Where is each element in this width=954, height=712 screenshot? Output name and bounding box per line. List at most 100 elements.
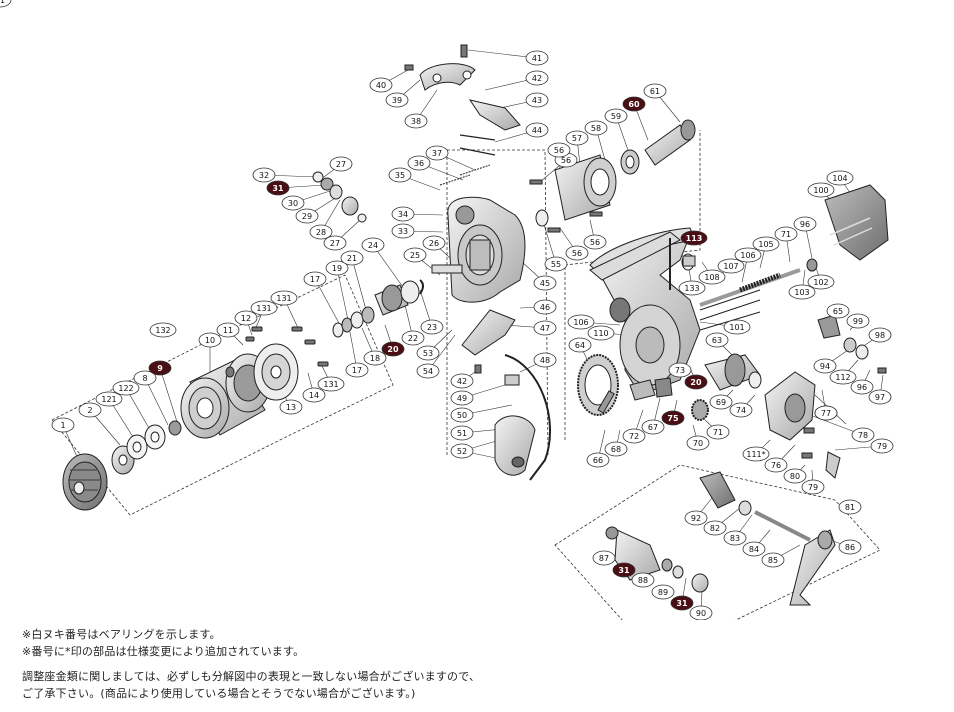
parts	[62, 44, 889, 606]
callout-number: 60	[628, 100, 640, 109]
callout-number: 76	[771, 461, 781, 470]
callout-92: 92	[684, 510, 708, 526]
exploded-parts-diagram: 1212112289101112131131132131413117192118…	[0, 0, 894, 620]
callout-106: 106	[567, 314, 595, 330]
callout-number: 49	[457, 394, 467, 403]
callout-108: 108	[698, 269, 726, 285]
callout-34: 34	[391, 206, 415, 222]
callout-number: 71	[713, 428, 723, 437]
callout-27: 27	[323, 235, 347, 251]
callout-number: 131	[276, 294, 291, 303]
callout-17: 17	[303, 271, 327, 287]
callout-51: 51	[450, 425, 474, 441]
callout-number: 45	[540, 279, 550, 288]
pinion-parts	[529, 119, 696, 233]
callout-83: 83	[723, 530, 747, 546]
callout-number: 86	[845, 543, 855, 552]
callout-number: 29	[302, 212, 312, 221]
callout-96: 96	[850, 379, 874, 395]
callout-number: 17	[310, 275, 320, 284]
callout-number: 9	[157, 364, 163, 373]
callout-80: 80	[783, 468, 807, 484]
callout-number: 47	[540, 324, 550, 333]
callout-number: 27	[336, 160, 346, 169]
drag-washers	[111, 420, 182, 475]
callout-14: 14	[302, 387, 326, 403]
callout-number: 54	[423, 367, 433, 376]
rear-knob	[806, 184, 889, 272]
callout-23: 23	[420, 319, 444, 335]
callout-number: 38	[411, 117, 421, 126]
oscillation-parts	[629, 353, 762, 421]
callout-103: 103	[788, 284, 816, 300]
rotor	[431, 196, 526, 303]
callout-number: 56	[561, 156, 571, 165]
rear-cover	[764, 371, 841, 479]
callout-number: 53	[423, 349, 433, 358]
callout-49: 49	[450, 390, 474, 406]
callout-94: 94	[813, 358, 837, 374]
callout-42: 42	[450, 373, 474, 389]
callout-53: 53	[416, 345, 440, 361]
callout-58: 58	[584, 120, 608, 136]
callout-number: 82	[710, 524, 720, 533]
callout-31: 31	[670, 595, 694, 611]
callout-number: 122	[118, 384, 133, 393]
callout-number: 100	[813, 186, 828, 195]
callout-104: 104	[826, 170, 854, 186]
callout-number: 14	[309, 391, 319, 400]
callout-number: 73	[675, 366, 685, 375]
callout-number: 52	[457, 447, 467, 456]
callout-number: 87	[599, 554, 609, 563]
callout-36: 36	[407, 155, 431, 171]
callout-79: 79	[801, 479, 825, 495]
callout-number: 85	[768, 556, 778, 565]
callout-113: 113	[680, 230, 708, 246]
callout-13: 13	[279, 399, 303, 415]
callout-number: 71	[781, 230, 791, 239]
shaft-parts	[332, 279, 424, 338]
callout-number: 77	[821, 409, 831, 418]
callout-number: 131	[256, 304, 271, 313]
callout-98: 98	[868, 327, 892, 343]
callout-12: 12	[234, 310, 258, 326]
callout-38: 38	[404, 113, 428, 129]
callout-73: 73	[668, 362, 692, 378]
callout-31: 31	[266, 180, 290, 196]
callout-75: 75	[661, 410, 685, 426]
callout-87: 87	[592, 550, 616, 566]
callout-number: 57	[572, 134, 582, 143]
callout-number: 74	[736, 406, 746, 415]
callout-number: 17	[352, 366, 362, 375]
callout-number: 96	[857, 383, 867, 392]
callout-number: 96	[800, 220, 810, 229]
callout-number: 79	[877, 442, 887, 451]
callout-1: 1	[51, 417, 75, 433]
callout-131: 131	[317, 376, 345, 392]
callout-122: 122	[112, 380, 140, 396]
callout-number: 83	[730, 534, 740, 543]
callout-101: 101	[723, 319, 751, 335]
bail-wire-parts	[461, 309, 551, 481]
drag-knob	[62, 453, 108, 511]
callout-number: 31	[272, 184, 284, 193]
callout-number: 121	[101, 395, 116, 404]
callout-number: 28	[316, 228, 326, 237]
callout-131: 131	[270, 290, 298, 306]
reel-foot	[589, 231, 801, 307]
callout-number: 31	[618, 566, 630, 575]
callout-91: 91	[0, 0, 12, 8]
callout-number: 92	[691, 514, 701, 523]
callout-number: 35	[395, 171, 405, 180]
callout-57: 57	[565, 130, 589, 146]
callout-56: 56	[547, 142, 571, 158]
callout-number: 102	[813, 278, 828, 287]
callout-20: 20	[684, 374, 708, 390]
callout-30: 30	[281, 195, 305, 211]
callout-number: 133	[684, 284, 699, 293]
callout-number: 44	[532, 126, 542, 135]
callout-number: 46	[540, 303, 550, 312]
note-bearing-legend: ※白ヌキ番号はベアリングを示します。	[22, 628, 221, 641]
spool	[180, 353, 271, 439]
callout-50: 50	[450, 407, 474, 423]
